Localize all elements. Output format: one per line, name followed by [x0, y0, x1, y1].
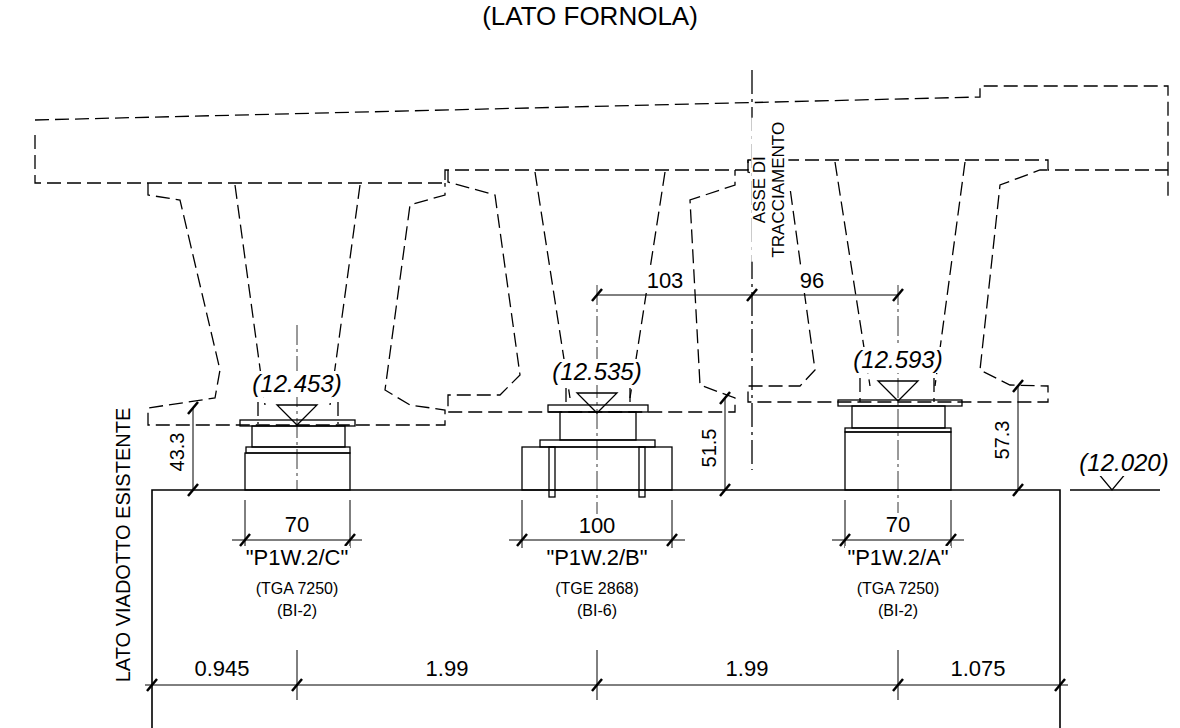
bearing-type: (TGE 2868) — [553, 580, 641, 598]
bearing-type: (BI-6) — [575, 602, 619, 620]
bearing-c — [240, 325, 355, 490]
drawing-title: (LATO FORNOLA) — [480, 2, 700, 31]
elevation: (12.453) — [250, 371, 343, 397]
dimension: 103 — [645, 269, 686, 293]
bearing-a — [838, 285, 962, 520]
dimension: 1.99 — [724, 657, 771, 681]
elevation: (12.535) — [550, 359, 643, 385]
dimension: 43.3 — [166, 431, 188, 474]
dimension: 1.075 — [948, 657, 1007, 681]
dimension: 0.945 — [192, 657, 251, 681]
bearing-code: "P1W.2/A" — [845, 546, 950, 570]
bearing-code: "P1W.2/B" — [544, 546, 649, 570]
bearing-b — [522, 285, 672, 520]
dimension: 57.3 — [991, 419, 1013, 462]
dimension: 100 — [577, 514, 618, 538]
elevation-marker — [277, 381, 1160, 490]
bearing-type: (BI-2) — [275, 602, 319, 620]
dimension-line — [145, 289, 1068, 700]
dimension: 96 — [798, 269, 826, 293]
side-note: LATO VIADOTTO ESISTENTE — [112, 406, 134, 685]
elevation: (12.020) — [1077, 450, 1170, 476]
dimension: 70 — [884, 513, 912, 537]
deck-outline — [35, 86, 1168, 425]
pier-cap — [152, 490, 1060, 728]
bearing-code: "P1W.2/C" — [244, 546, 350, 570]
bearing-type: (TGA 7250) — [855, 580, 942, 598]
bearing-type: (TGA 7250) — [254, 580, 341, 598]
axis-label: ASSE DI TRACCIAMENTO — [751, 118, 788, 262]
dimension: 70 — [283, 513, 311, 537]
dimension: 1.99 — [424, 657, 471, 681]
dimension: 51.5 — [698, 427, 720, 470]
bearing-type: (BI-2) — [876, 602, 920, 620]
elevation: (12.593) — [851, 347, 944, 373]
